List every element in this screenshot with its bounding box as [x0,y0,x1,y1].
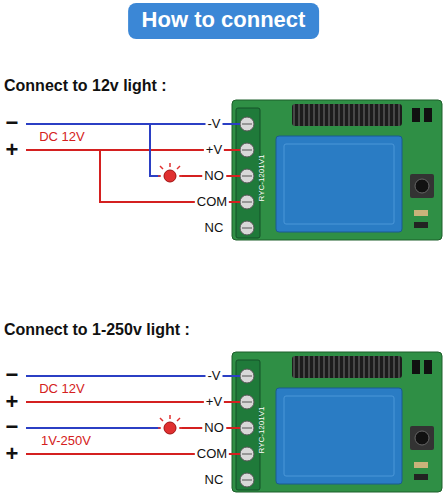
polarity-sign: + [4,442,21,466]
board-marking: RYC-1201V1 [258,407,267,454]
bulb-symbol [158,163,182,182]
voltage-label: DC 12V [37,382,87,396]
polarity-sign: − [4,415,21,439]
terminal-label: COM [195,447,229,461]
terminal-label: NO [202,169,226,183]
terminal-label: -V [206,369,223,383]
relay-board [232,100,442,240]
terminal-label: NC [203,473,226,487]
polarity-sign: + [4,390,21,414]
board-marking: RYC-1201V1 [258,155,267,202]
terminal-label: NC [203,221,226,235]
bulb-symbol [158,415,182,434]
polarity-sign: + [4,138,21,162]
relay-board [232,352,442,492]
terminal-label: NO [202,421,226,435]
terminal-label: +V [204,395,224,409]
voltage-label: DC 12V [37,130,87,144]
voltage-label: 1V-250V [39,434,93,448]
polarity-sign: − [4,363,21,387]
wires [26,124,240,454]
terminal-label: COM [195,195,229,209]
title-banner: How to connect [128,3,320,39]
section-heading: Connect to 1-250v light : [4,321,190,339]
section-heading: Connect to 12v light : [4,77,167,95]
terminal-label: -V [206,117,223,131]
polarity-sign: − [4,111,21,135]
terminal-label: +V [204,143,224,157]
